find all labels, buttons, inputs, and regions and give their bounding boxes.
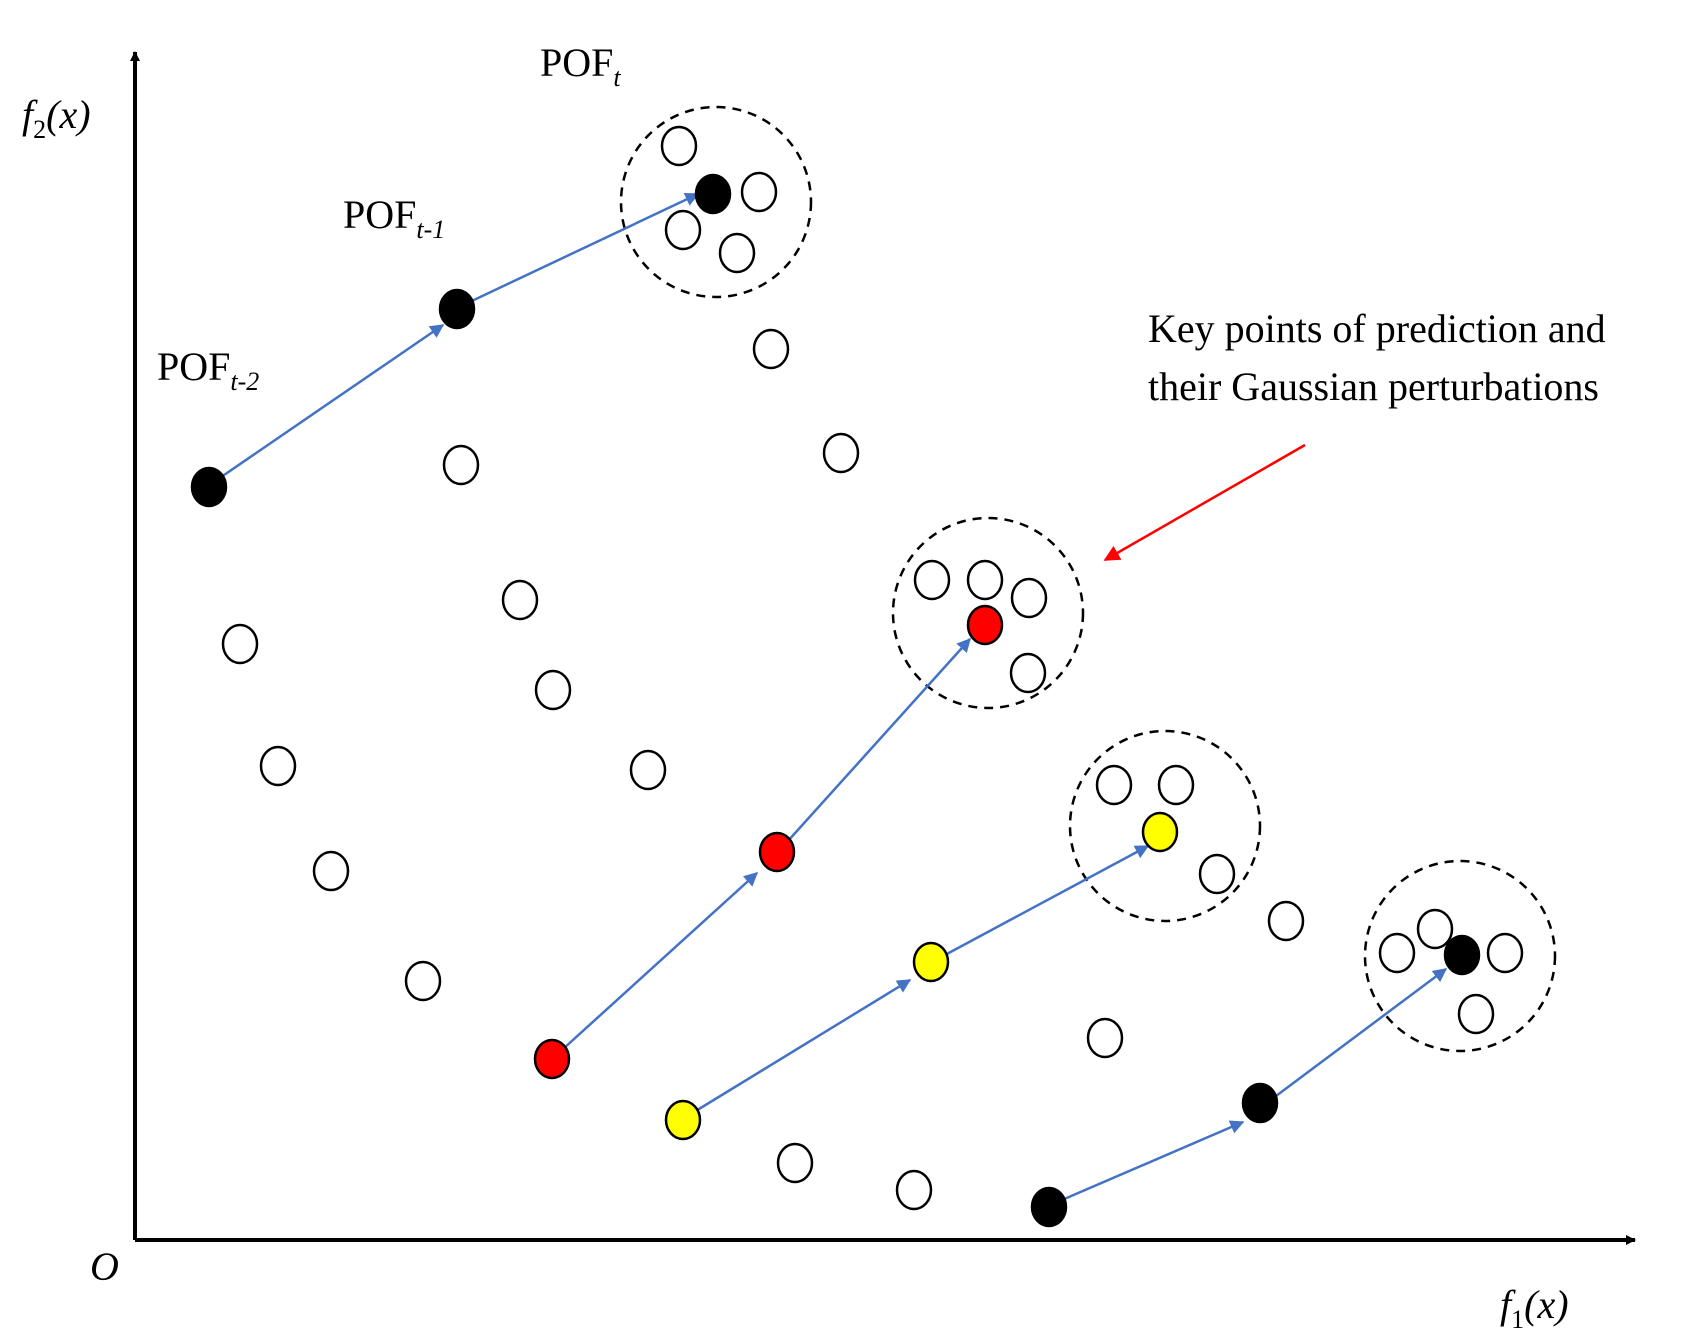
hollow-point [752,328,790,370]
hollow-point [966,559,1004,601]
y-axis-label-suffix: (x) [46,92,90,137]
perturbation-circle-bottom [1363,859,1557,1053]
key-point-red-3 [966,604,1004,646]
perturbation-circle-yellow [1068,729,1262,923]
hollow-point [895,1169,933,1211]
hollow-point [312,850,350,892]
pof-t1-label: POFt-1 [343,192,445,244]
perturbation-circle-red [891,516,1085,710]
hollow-point [1010,577,1048,619]
hollow-point [1416,908,1454,950]
x-axis-label-sub: 1 [1511,1305,1524,1334]
y-axis-label-sub: 2 [33,115,46,144]
hollow-point [501,579,539,621]
hollow-point [1157,764,1195,806]
hollow-point [913,559,951,601]
key-point-yellow-1 [664,1099,702,1141]
hollow-point [442,444,480,486]
x-axis-label-suffix: (x) [1524,1282,1568,1327]
hollow-point [660,125,698,167]
pof-t-label: POFt [540,40,621,92]
key-point-black-t [694,173,732,215]
pof-t-sub: t [613,63,621,92]
hollow-point [404,960,442,1002]
key-point-black-t2 [190,466,228,508]
hollow-point [776,1142,814,1184]
annotation-line-1: Key points of prediction and [1148,306,1606,351]
prediction-arrows [207,192,1448,1208]
hollow-point [822,432,860,474]
hollow-point [1095,764,1133,806]
perturbation-circles [619,105,1557,1053]
pof-t2-main: POF [157,344,230,389]
pof-t1-sub: t-1 [416,215,445,244]
arrow-black-bottom-1 [1047,1120,1245,1208]
arrow-red-2 [777,637,971,853]
hollow-point [1378,932,1416,974]
hollow-points [221,125,1524,1211]
hollow-point [1198,853,1236,895]
hollow-point [221,623,259,665]
key-points [190,173,1481,1228]
arrow-yellow-1 [680,978,912,1122]
key-point-red-1 [533,1038,571,1080]
pof-t1-main: POF [343,192,416,237]
pof-t2-sub: t-2 [230,367,259,396]
origin-label: O [90,1244,119,1289]
key-point-black-t1 [438,288,476,330]
hollow-point [1486,932,1524,974]
pof-t-main: POF [540,40,613,85]
hollow-point [718,232,756,274]
key-point-yellow-3 [1141,811,1179,853]
hollow-point [534,669,572,711]
key-point-red-2 [758,831,796,873]
perturbation-circle-top [619,105,813,299]
key-point-black-bottom-2 [1241,1082,1279,1124]
arrow-yellow-2 [931,844,1150,964]
key-point-yellow-2 [912,941,950,983]
hollow-point [664,209,702,251]
annotation-arrow [1103,443,1306,562]
hollow-point [740,171,778,213]
arrow-red-1 [551,872,759,1060]
hollow-point [629,749,667,791]
hollow-point [1009,652,1047,694]
x-axis-label: f1(x) [1500,1282,1569,1334]
key-point-black-bottom-3 [1443,934,1481,976]
arrow-black-bottom-2 [1275,967,1448,1098]
pof-t2-label: POFt-2 [157,344,259,396]
hollow-point [1267,900,1305,942]
y-axis-label: f2(x) [22,92,91,144]
hollow-point [1086,1017,1124,1059]
arrow-black-top-2 [456,192,700,310]
hollow-point [1457,993,1495,1035]
key-point-black-bottom-1 [1030,1186,1068,1228]
annotation-line-2: their Gaussian perturbations [1148,364,1599,409]
arrow-black-top-1 [207,323,445,488]
hollow-point [259,745,297,787]
